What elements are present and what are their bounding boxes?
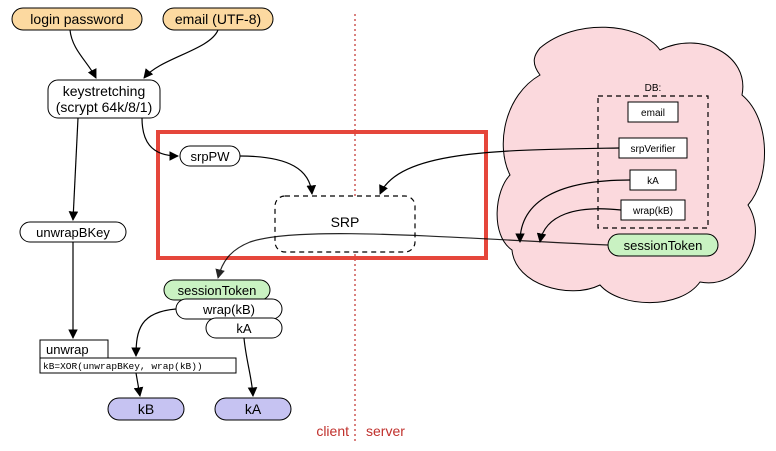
server-cloud [496, 26, 765, 304]
unwrap-formula: kB=XOR(unwrapBKey, wrap(kB)) [43, 361, 203, 372]
srp-box [274, 195, 416, 253]
arrow-keystretching-to-srppw [141, 117, 179, 161]
db-box [597, 95, 709, 229]
db-item-wrap-kb-label: wrap(kB) [632, 206, 673, 217]
client-ka-label: kA [236, 321, 252, 336]
arrow-srpverifier-to-srp [379, 147, 620, 195]
keystretching-node [47, 79, 161, 119]
arrow-srppw-to-srp [239, 155, 317, 195]
db-label: DB: [645, 83, 662, 94]
unwrap-label: unwrap [46, 342, 89, 357]
arrow-server-token-to-client [215, 233, 609, 279]
kb-output-node [107, 397, 185, 421]
keystretching-label-2: (scrypt 64k/8/1) [56, 99, 152, 115]
srppw-label: srpPW [191, 149, 231, 164]
client-wrap-kb-label: wrap(kB) [202, 302, 255, 317]
server-session-token-label: sessionToken [624, 238, 703, 253]
arrow-ka-to-server-token [515, 179, 631, 243]
srp-label: SRP [331, 214, 360, 230]
db-item-email-label: email [641, 108, 665, 119]
db-item-srpverifier-label: srpVerifier [630, 144, 676, 155]
srp-highlight-box [156, 130, 488, 260]
client-session-token-label: sessionToken [178, 283, 257, 298]
email-label: email (UTF-8) [175, 11, 261, 27]
arrow-ka-to-ka-output [243, 337, 258, 397]
arrow-unwrap-to-kb [133, 372, 144, 397]
ka-output-node [214, 397, 292, 421]
arrow-email-to-keystretching [143, 29, 219, 79]
server-label: server [366, 423, 405, 439]
arrow-password-to-keystretching [69, 29, 97, 79]
login-password-node [11, 7, 143, 31]
client-label: client [316, 423, 349, 439]
keystretching-label-1: keystretching [63, 83, 145, 99]
arrow-keystretching-to-unwrapbkey [68, 117, 79, 221]
login-password-label: login password [30, 11, 123, 27]
unwrapbkey-label: unwrapBKey [36, 225, 110, 240]
ka-output-label: kA [245, 401, 262, 417]
unwrap-formula-box [39, 357, 237, 374]
arrow-wrap-kb-to-unwrap [131, 308, 177, 357]
arrow-wrap-kb-to-server-token [536, 208, 622, 243]
db-item-ka-label: kA [647, 176, 659, 187]
db-item-email [627, 101, 679, 123]
kb-output-label: kB [138, 401, 154, 417]
